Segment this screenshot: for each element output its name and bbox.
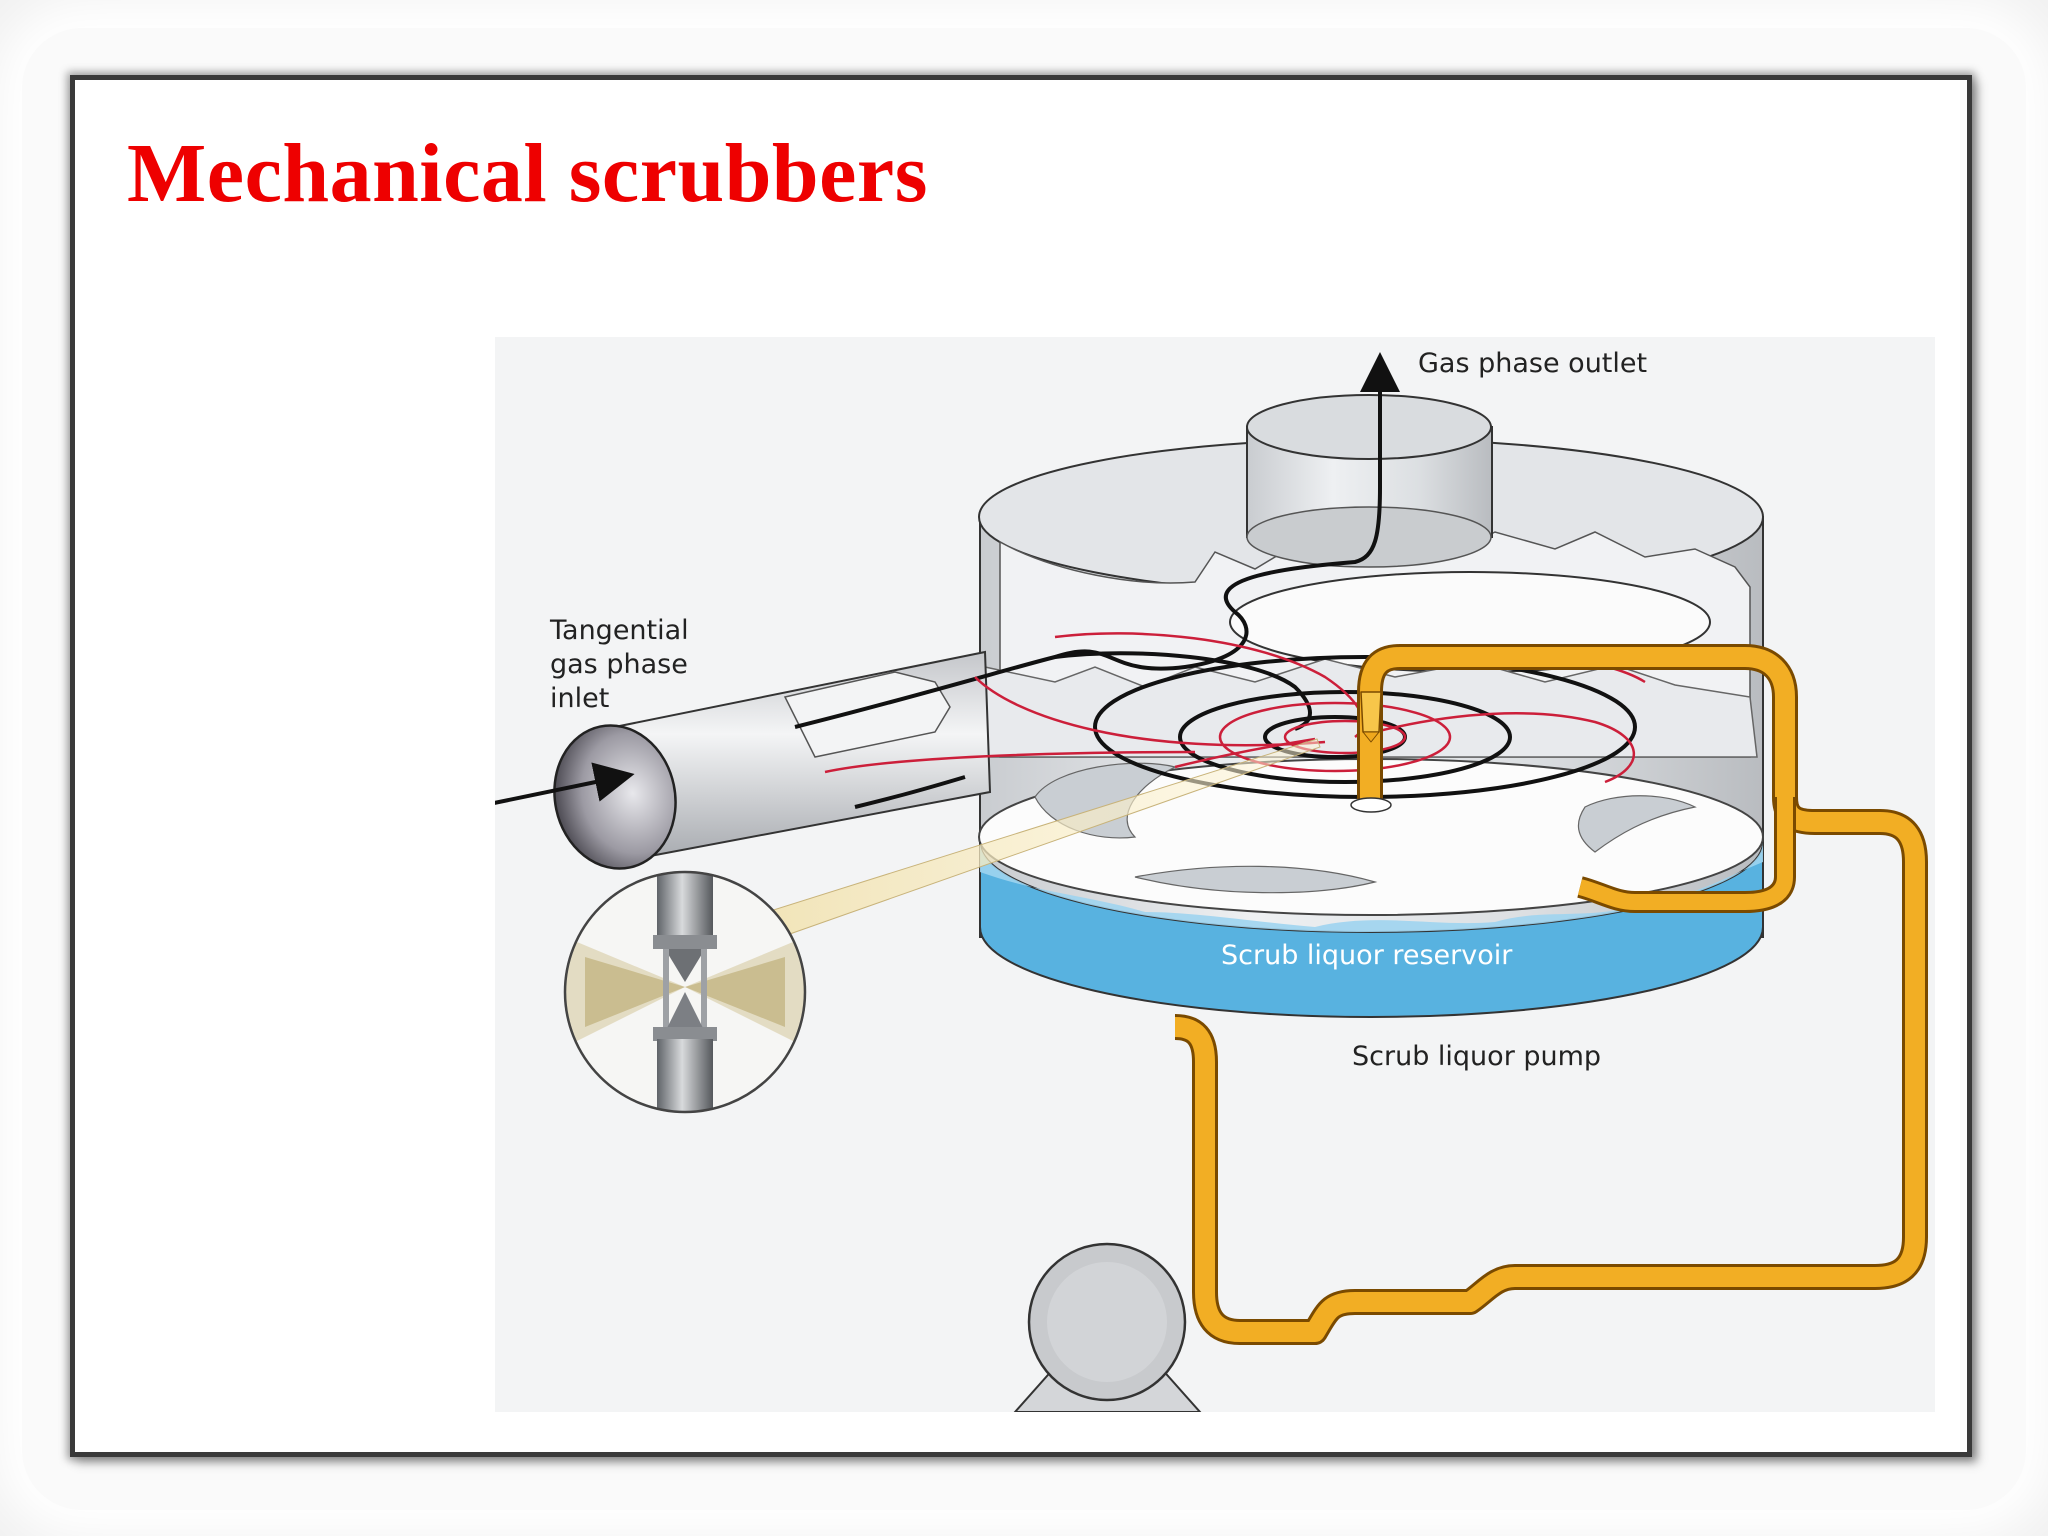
slide-frame: Mechanical scrubbers [70,75,1972,1457]
inlet-tube [553,650,992,870]
liquor-reservoir [979,841,1764,1019]
nozzle-inset [563,870,807,1114]
reservoir-label: Scrub liquor reservoir [1221,940,1513,971]
inlet-label-line3: inlet [550,683,609,714]
pump-label: Scrub liquor pump [1352,1041,1601,1072]
slide-title: Mechanical scrubbers [127,127,928,220]
scrubber-diagram: Gas phase outlet Tangential gas phase in… [495,337,1935,1412]
pump [1013,1242,1202,1412]
inlet-label-line1: Tangential [549,615,689,646]
inlet-arrow [495,762,635,805]
liquor-pipe [1174,644,1928,1345]
inlet-label-line2: gas phase [550,649,688,680]
outlet-label: Gas phase outlet [1418,348,1647,379]
